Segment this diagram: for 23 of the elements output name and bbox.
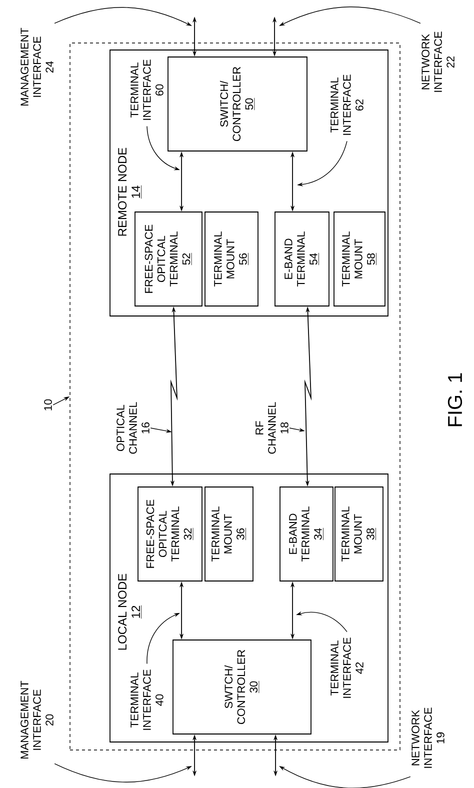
component-box: TERMINAL MOUNT 36: [204, 486, 254, 582]
boundary-box: [70, 42, 400, 750]
component-box: TERMINAL MOUNT 38: [334, 486, 384, 582]
callout-text: TERMINAL INTERFACE 40: [130, 670, 164, 730]
callout-text: TERMINAL INTERFACE 42: [330, 638, 364, 698]
component-box: TERMINAL MOUNT 56: [204, 212, 258, 306]
component-box: SWITCH/ CONTROLLER 50: [168, 56, 308, 152]
component-box: FREE-SPACE OPITCAL TERMINAL 32: [138, 486, 202, 582]
callout-text: NETWORK INTERFACE 19: [412, 708, 444, 768]
callout-text: 10: [44, 399, 52, 410]
callout-text: RF CHANNEL 18: [256, 402, 288, 454]
component-box: SWTCH/ CONTROLLER 30: [172, 640, 312, 734]
component-box: E-BAND TERMINAL 34: [280, 486, 334, 582]
callout-text: NETWORK INTERFACE 22: [422, 32, 454, 92]
callout-text: TERMINAL INTERFACE 60: [130, 60, 164, 120]
callout-text: TERMINAL INTERFACE 62: [330, 74, 364, 135]
component-box: E-BAND TERMINAL 54: [274, 212, 330, 306]
callout-text: MANAGEMENT INTERFACE 24: [20, 28, 54, 106]
component-box: FREE-SPACE OPITCAL TERMINAL 52: [134, 212, 202, 306]
component-box: TERMINAL MOUNT 58: [334, 212, 386, 306]
callout-text: OPTICAL CHANNEL 16: [116, 402, 150, 454]
figure-label: FIG. 1: [448, 373, 462, 426]
callout-text: MANAGEMENT INTERFACE 20: [20, 680, 54, 758]
